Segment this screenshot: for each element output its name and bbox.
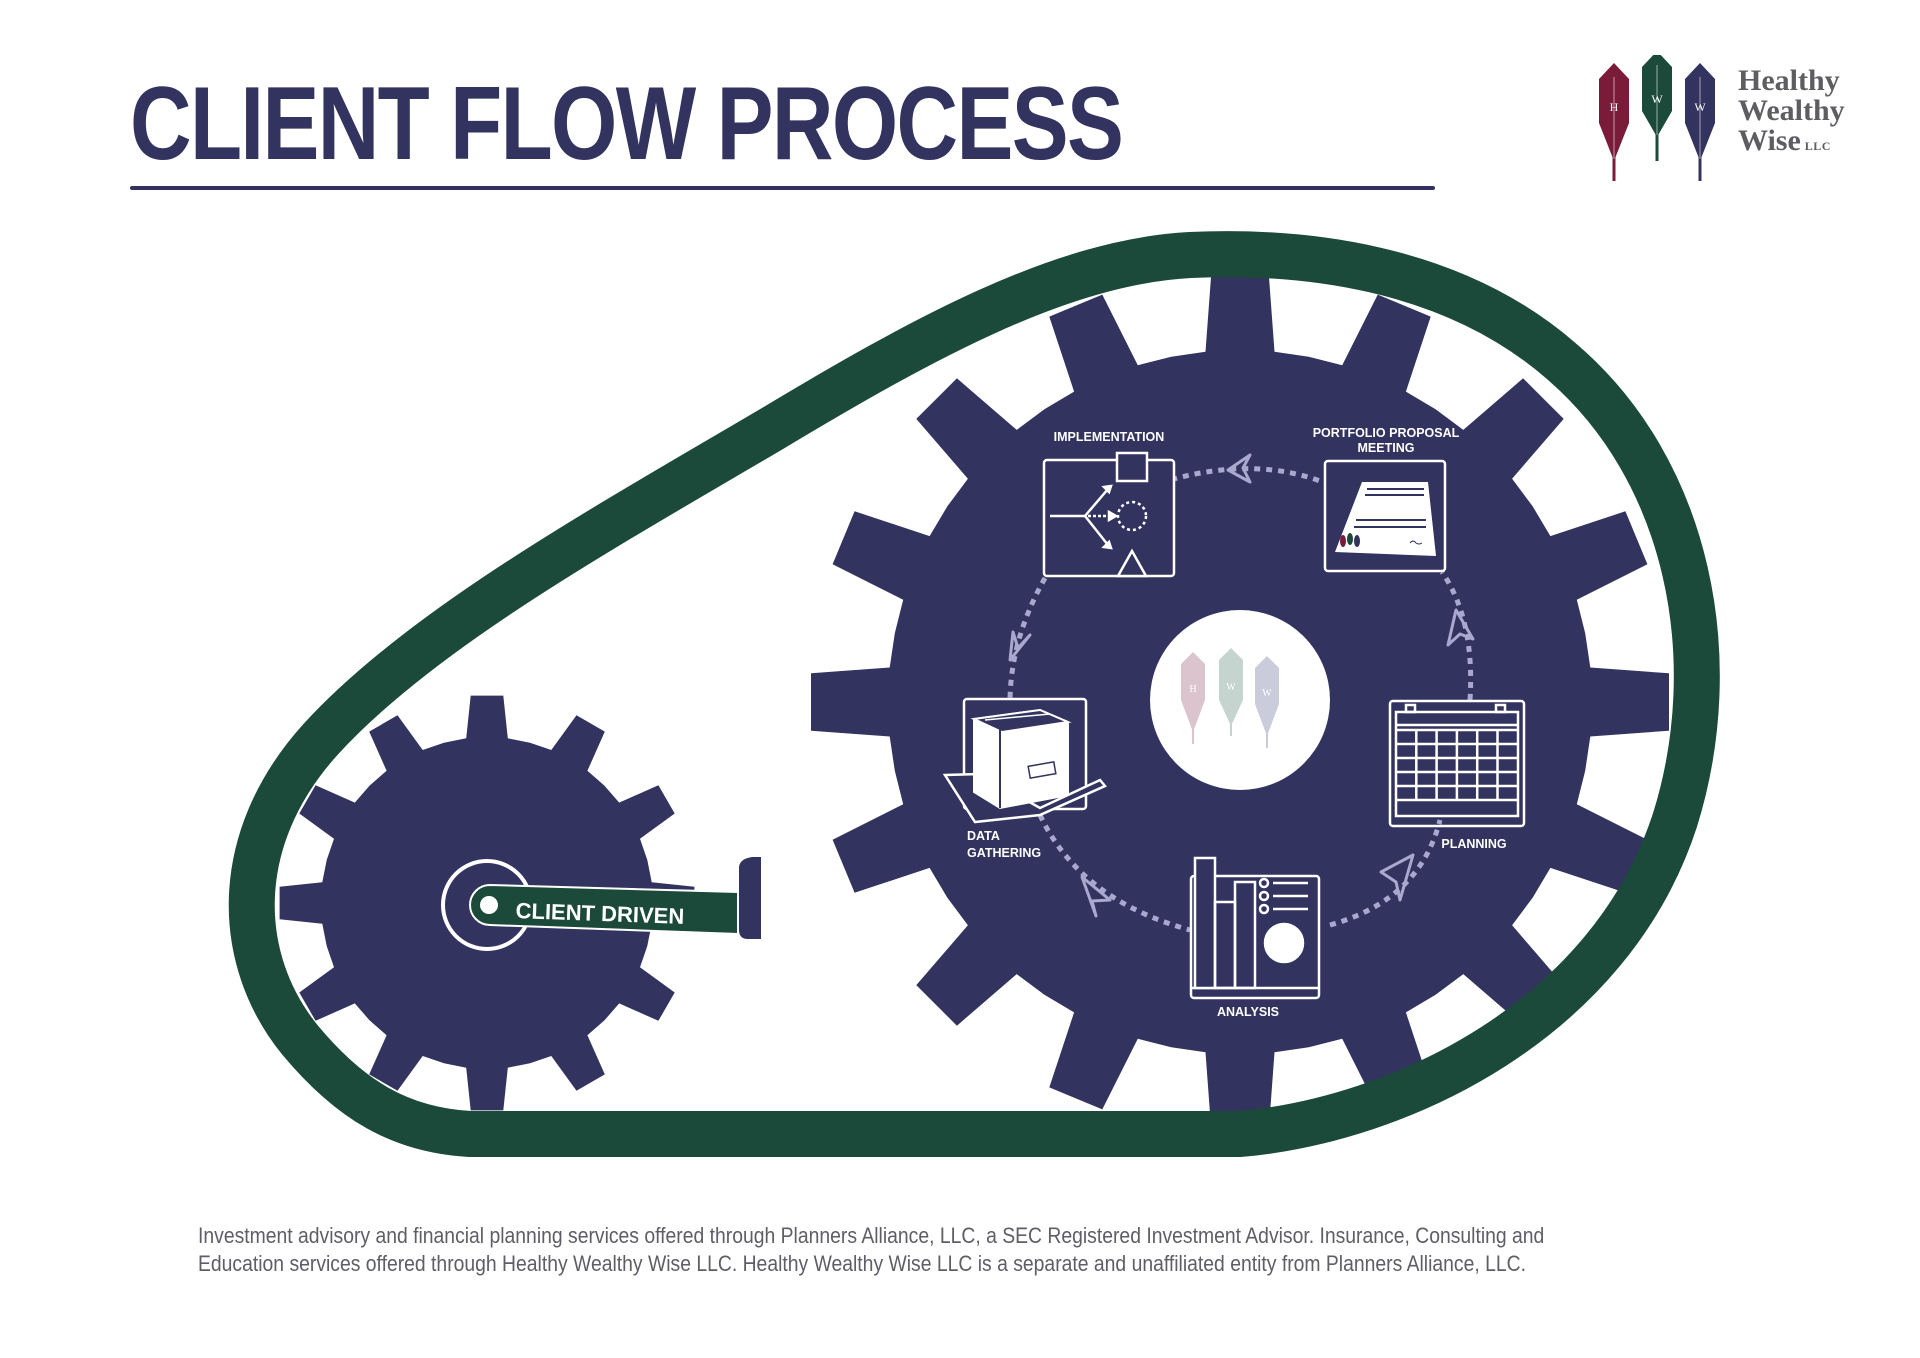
brand-logo: H W W — [1599, 55, 1715, 181]
legal-disclaimer: Investment advisory and financial planni… — [198, 1222, 1660, 1278]
feather-letter: W — [1651, 92, 1663, 106]
arrowhead-icon — [1379, 853, 1415, 902]
arrowhead-icon — [1226, 453, 1252, 484]
step-label: PORTFOLIO PROPOSAL — [1313, 426, 1460, 440]
feather-icon: W — [1642, 55, 1672, 161]
brand-line-3: Wise — [1738, 124, 1801, 157]
crank-grip[interactable] — [737, 855, 763, 941]
step-label: DATA — [967, 829, 1000, 843]
bar-chart-report-icon — [1189, 856, 1321, 1000]
brand-line-1: Healthy — [1738, 64, 1840, 97]
center-logo: H W W — [1150, 610, 1330, 790]
flow-arrow-portfolio-to-implementation — [1169, 466, 1331, 488]
crank-pivot — [480, 896, 498, 914]
feather-letter: W — [1226, 682, 1236, 693]
feather-icon: W — [1685, 63, 1715, 181]
file-box-icon — [942, 697, 1108, 824]
arrowhead-icon — [1446, 608, 1475, 647]
step-data-gathering[interactable]: DATA GATHERING — [942, 697, 1108, 860]
feather-letter: W — [1262, 688, 1272, 699]
page-title: CLIENT FLOW PROCESS — [130, 66, 1124, 182]
step-label: ANALYSIS — [1217, 1005, 1279, 1019]
brand-suffix: LLC — [1804, 139, 1831, 153]
step-portfolio-proposal-meeting[interactable]: PORTFOLIO PROPOSAL MEETING — [1313, 426, 1460, 573]
feather-letter: W — [1694, 100, 1706, 114]
feather-icon: W — [1219, 648, 1243, 736]
drive-belt — [228, 231, 1720, 1157]
step-label: PLANNING — [1441, 837, 1506, 851]
feather-icon: H — [1181, 652, 1205, 744]
step-analysis[interactable]: ANALYSIS — [1189, 856, 1321, 1019]
disclaimer-line-2: Education services offered through Healt… — [198, 1251, 1526, 1276]
feather-icon: H — [1599, 63, 1629, 181]
step-label: GATHERING — [967, 846, 1041, 860]
feather-letter: H — [1189, 684, 1196, 695]
flow-arrow-implementation-to-data — [1007, 576, 1048, 704]
step-planning[interactable]: PLANNING — [1388, 699, 1526, 851]
crank-handle[interactable]: CLIENT DRIVEN — [441, 855, 763, 951]
feather-icon: W — [1255, 656, 1279, 748]
arrowhead-icon — [1080, 875, 1112, 918]
disclaimer-line-1: Investment advisory and financial planni… — [198, 1223, 1545, 1248]
brand-line-2: Wealthy — [1738, 94, 1845, 127]
title-underline — [130, 186, 1435, 190]
arrowhead-icon — [1008, 630, 1032, 662]
signed-document-icon — [1323, 459, 1447, 573]
feather-letter: H — [1610, 100, 1619, 114]
branching-arrows-icon — [1042, 451, 1176, 578]
step-label: IMPLEMENTATION — [1054, 430, 1165, 444]
step-label: MEETING — [1358, 441, 1415, 455]
flow-arrow-data-to-analysis — [1037, 813, 1191, 933]
crank-label: CLIENT DRIVEN — [515, 898, 684, 929]
step-implementation[interactable]: IMPLEMENTATION — [1042, 430, 1176, 578]
calendar-icon — [1388, 699, 1526, 828]
